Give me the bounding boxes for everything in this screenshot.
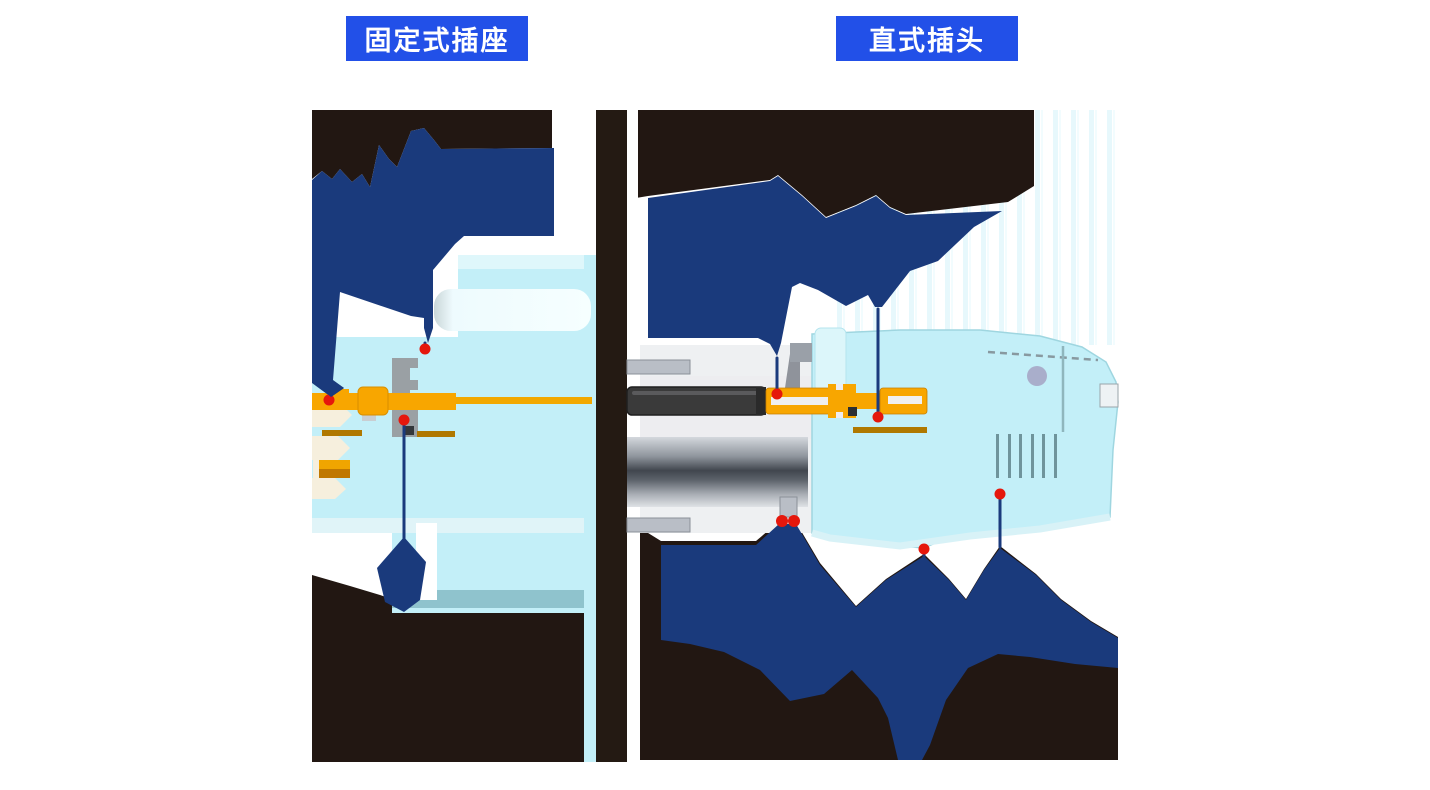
pointer-dot (419, 343, 431, 355)
black-zone-bottom-left (312, 575, 584, 762)
plug-ferrule (790, 343, 812, 362)
label-straight-plug[interactable]: 直式插头 (836, 16, 1018, 61)
coax-cable (626, 359, 808, 533)
pointer-dot (872, 411, 884, 423)
pointer-dot (323, 394, 335, 406)
gasket-marker (788, 515, 800, 527)
pointer-dot (994, 488, 1006, 500)
cable-tab (779, 496, 798, 518)
plug-knurl-slots (996, 434, 1057, 478)
socket-center-pin (312, 386, 592, 416)
plug-body (785, 327, 1119, 550)
black-zone-top-left (312, 110, 552, 187)
panel-wall (596, 110, 627, 762)
cable-braid (627, 437, 808, 507)
socket-flange-edge (584, 255, 596, 762)
label-fixed-socket-text: 固定式插座 (364, 26, 510, 56)
callout-blob-bottom-left (377, 537, 426, 612)
pointer-dot (398, 414, 410, 426)
cable-clamp-top (626, 359, 691, 375)
callout-blob-bottom-right (661, 524, 1118, 760)
plug-side-hole (1027, 366, 1047, 386)
label-fixed-socket[interactable]: 固定式插座 (346, 16, 528, 61)
plug-pin-undershelf (853, 427, 927, 433)
socket-contact-rod (313, 460, 350, 469)
panel-gap (627, 110, 638, 762)
callout-blob-top-left (312, 128, 554, 397)
pointer-dots (323, 343, 1006, 555)
cable-clamp-bottom (626, 517, 691, 533)
callout-balloons (312, 128, 1118, 760)
gasket-marker (776, 515, 788, 527)
socket-cavity-highlight (434, 289, 591, 331)
callout-wedge-left (312, 366, 344, 397)
plug-body-bottom-highlight (811, 513, 1111, 550)
plug-coupling-notch (1099, 383, 1119, 408)
callout-blob-top-right (648, 176, 1002, 356)
label-straight-plug-text: 直式插头 (869, 26, 985, 56)
black-zone-top-right (636, 110, 1034, 217)
pointer-dot (918, 543, 930, 555)
pointer-dot (771, 388, 783, 400)
plug-center-pin (765, 384, 928, 433)
socket-pin-tip (456, 397, 592, 404)
plug-cap (814, 327, 847, 393)
plug-thread-marks (987, 350, 1099, 362)
